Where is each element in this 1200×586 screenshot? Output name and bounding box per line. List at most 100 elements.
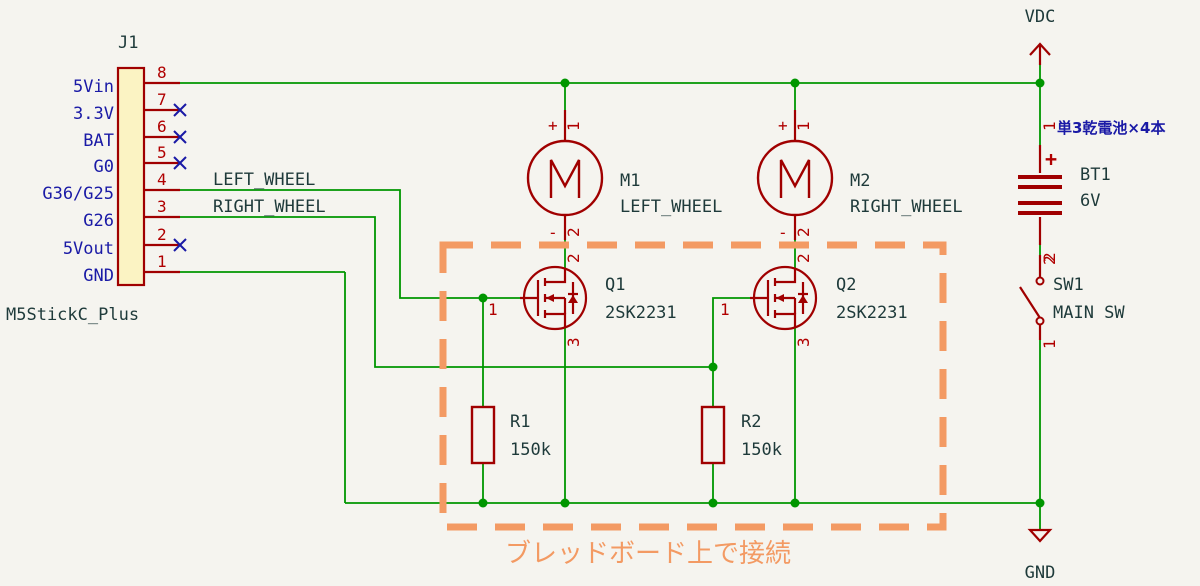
pin-number: 6 (157, 117, 167, 136)
vdc-label: VDC (1025, 7, 1056, 27)
m1-circle (526, 139, 604, 217)
junction-dot (708, 362, 718, 372)
j1-pin-row: 7 3.3V (73, 90, 187, 124)
pin-number: 4 (157, 170, 167, 189)
m1-ref: M1 (620, 171, 640, 191)
q2-value: 2SK2231 (836, 303, 908, 323)
no-connect-x-icon (173, 156, 187, 170)
resistor-r1[interactable]: R1 150k (470, 405, 551, 465)
j1-ref: J1 (118, 33, 138, 53)
wire-left-wheel (180, 189, 520, 299)
r2-body (700, 405, 726, 465)
j1-value: M5StickC_Plus (6, 305, 139, 325)
gnd-power-symbol[interactable]: GND (1025, 528, 1056, 583)
motor-m1[interactable]: + 1 - 2 M1 LEFT_WHEEL (526, 110, 722, 242)
q1-pin-gate: 1 (488, 300, 498, 319)
junction-dot (708, 498, 718, 508)
junction-dot (560, 78, 570, 88)
junction-dot (790, 78, 800, 88)
pin-number: 2 (157, 225, 167, 244)
junction-dot (1035, 78, 1045, 88)
motor-m-icon (779, 159, 811, 198)
bt1-ref: BT1 (1080, 165, 1111, 185)
m2-pin-num-top: 1 (794, 121, 813, 131)
pin-name: GND (83, 266, 114, 286)
motor-m-icon (549, 159, 581, 198)
pin-name: BAT (83, 131, 114, 151)
q2-pin-drain: 2 (794, 253, 813, 263)
battery-bt1[interactable]: + 1 2 単3乾電池×4本 BT1 6V (1018, 119, 1165, 265)
q1-ref: Q1 (605, 275, 625, 295)
pin-name: 5Vin (73, 77, 114, 97)
junction-dot (560, 498, 570, 508)
pin-number: 1 (157, 252, 167, 271)
pin-name: 3.3V (73, 104, 114, 124)
breadboard-region: ブレッドボード上で接続 (439, 241, 947, 569)
junction-dot (790, 498, 800, 508)
sw1-lever (1019, 286, 1041, 319)
no-connect-x-icon (173, 103, 187, 117)
q2-pin-source: 3 (794, 337, 813, 347)
m2-ref: M2 (850, 171, 870, 191)
sw1-pin-top: 2 (1040, 252, 1059, 262)
q2-pin-gate: 1 (720, 300, 730, 319)
bt1-pin-top: 1 (1040, 121, 1059, 131)
pin-name: G26 (83, 211, 114, 231)
m2-minus: - (778, 223, 788, 242)
q1-pin-source: 3 (564, 337, 583, 347)
j1-pin-row: 3 G26 (83, 197, 180, 231)
pin-name: G36/G25 (42, 184, 114, 204)
bt1-pin-bottom: 2 (1040, 255, 1059, 265)
gnd-triangle-icon (1027, 528, 1053, 543)
net-label-left-wheel: LEFT_WHEEL (213, 170, 315, 190)
pin-number: 3 (157, 197, 167, 216)
junction-dot (478, 498, 488, 508)
q1-arrow-icon (546, 294, 554, 302)
q1-diode-icon (568, 295, 578, 303)
r1-ref: R1 (510, 412, 530, 432)
wire-right-wheel (180, 216, 713, 368)
junction-dot (1035, 498, 1045, 508)
mosfet-q2[interactable]: 1 2 3 Q2 2SK2231 (720, 253, 908, 347)
junction-dot (478, 293, 488, 303)
j1-pin-row: 6 BAT (83, 117, 187, 151)
j1-pin-row: 5 G0 (94, 143, 187, 177)
j1-body (116, 66, 146, 287)
vdc-power-symbol[interactable]: VDC (1025, 7, 1056, 65)
motor-m2[interactable]: + 1 - 2 M2 RIGHT_WHEEL (756, 110, 963, 242)
connector-j1[interactable]: J1 M5StickC_Plus 8 5Vin 7 3.3V 6 BAT 5 G… (6, 33, 187, 325)
no-connect-x-icon (173, 238, 187, 252)
q1-drain (545, 268, 567, 284)
sw1-contact (1035, 316, 1045, 326)
sw1-contact (1035, 276, 1045, 286)
pin-number: 7 (157, 90, 167, 109)
gnd-label: GND (1025, 563, 1056, 583)
pin-number: 5 (157, 143, 167, 162)
q2-ref: Q2 (836, 275, 856, 295)
switch-sw1[interactable]: 2 1 SW1 MAIN SW (1019, 252, 1125, 349)
bt1-plus: + (1045, 147, 1057, 171)
breadboard-label: ブレッドボード上で接続 (505, 539, 791, 569)
bt1-note: 単3乾電池×4本 (1057, 119, 1165, 137)
sw1-pin-bottom: 1 (1040, 339, 1059, 349)
m1-minus: - (548, 223, 558, 242)
q2-arrow-icon (776, 294, 784, 302)
j1-pin-row: 4 G36/G25 (42, 170, 180, 204)
resistor-r2[interactable]: R2 150k (700, 405, 782, 465)
mosfet-q1[interactable]: 1 2 3 Q1 2SK2231 (488, 253, 677, 347)
junctions (478, 78, 1045, 508)
pin-name: 5Vout (63, 239, 114, 259)
r1-value: 150k (510, 440, 551, 460)
m1-pin-num-bottom: 2 (564, 227, 583, 237)
r2-value: 150k (741, 440, 782, 460)
q1-source (545, 312, 567, 328)
m1-plus: + (548, 116, 558, 135)
r2-ref: R2 (741, 412, 761, 432)
m2-value: RIGHT_WHEEL (850, 197, 963, 217)
q2-source (775, 312, 797, 328)
m2-plus: + (778, 116, 788, 135)
q1-value: 2SK2231 (605, 303, 677, 323)
j1-pin-row: 8 5Vin (73, 63, 180, 97)
breadboard-dashed-box (439, 241, 947, 531)
m1-value: LEFT_WHEEL (620, 197, 722, 217)
